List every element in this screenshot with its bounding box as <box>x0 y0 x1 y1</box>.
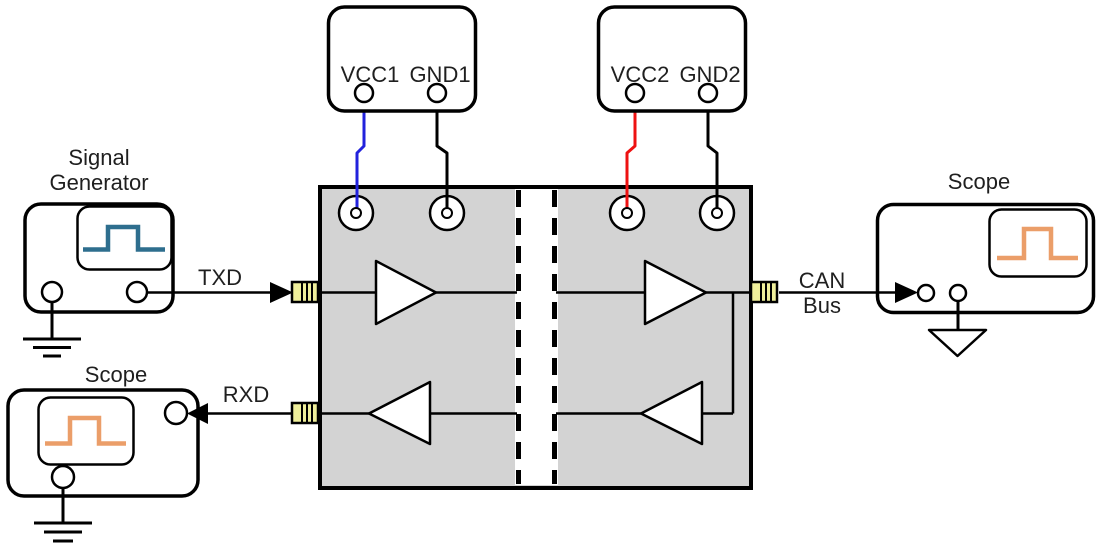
pulse-waveform-orange-rxd <box>45 415 126 446</box>
pulse-waveform-orange-can <box>997 226 1078 261</box>
receiver-buffer-right <box>639 380 704 446</box>
rxd-signal-path <box>320 292 735 415</box>
rxd-label: RXD <box>222 382 270 407</box>
power-supply-2-box <box>596 5 748 113</box>
vcc1-label: VCC1 <box>340 62 400 87</box>
scope-can-gnd-terminal <box>948 283 968 303</box>
signal-generator-title: Signal Generator <box>49 145 149 195</box>
gnd1-jack-pin <box>441 207 453 219</box>
gnd2-terminal <box>697 82 719 104</box>
signal-generator-earth-ground-symbol <box>23 302 81 358</box>
txd-label: TXD <box>198 265 242 290</box>
scope-rxd-title: Scope <box>84 362 148 387</box>
scope-can-chassis-ground-symbol <box>927 301 988 358</box>
vcc2-terminal <box>624 82 646 104</box>
vcc2-wire <box>625 102 637 212</box>
vcc2-jack-pin <box>621 207 633 219</box>
scope-can-screen <box>988 208 1088 278</box>
can-header-connector <box>749 280 779 304</box>
scope-rxd-gnd-terminal <box>50 464 76 490</box>
receiver-buffer-left <box>367 380 432 446</box>
gnd2-label: GND2 <box>679 62 741 87</box>
rxd-arrow <box>187 403 208 424</box>
signal-generator-gnd-terminal <box>40 280 64 304</box>
pulse-waveform-teal <box>83 224 165 252</box>
txd-arrow <box>270 282 293 303</box>
rxd-header-connector <box>290 401 320 425</box>
gnd1-label: GND1 <box>409 62 471 87</box>
vcc1-jack-pin <box>350 207 362 219</box>
can-bus-label: CAN Bus <box>792 268 852 318</box>
txd-header-connector <box>290 280 320 304</box>
can-bus-label-line1: CAN <box>798 268 846 293</box>
driver-buffer-right <box>643 259 708 326</box>
vcc1-wire <box>355 102 366 212</box>
can-bus-label-line2: Bus <box>803 293 841 318</box>
signal-generator-screen <box>76 205 173 271</box>
vcc2-label: VCC2 <box>610 62 670 87</box>
vcc1-terminal <box>353 82 375 104</box>
scope-rxd-screen <box>37 396 135 466</box>
scope-rxd-earth-ground-symbol <box>34 488 92 543</box>
isolation-barrier <box>515 189 558 485</box>
gnd1-terminal <box>426 82 448 104</box>
gnd2-jack-pin <box>711 207 723 219</box>
power-supply-1-box <box>326 5 478 113</box>
gnd1-wire <box>435 102 449 212</box>
gnd2-wire <box>706 102 719 212</box>
scope-rxd-input-terminal <box>163 400 189 426</box>
scope-can-title: Scope <box>947 169 1011 194</box>
scope-can-input-terminal <box>916 283 936 303</box>
driver-buffer-left <box>374 259 438 326</box>
signal-generator-out-terminal <box>125 280 149 304</box>
can-bus-arrow <box>895 282 918 303</box>
